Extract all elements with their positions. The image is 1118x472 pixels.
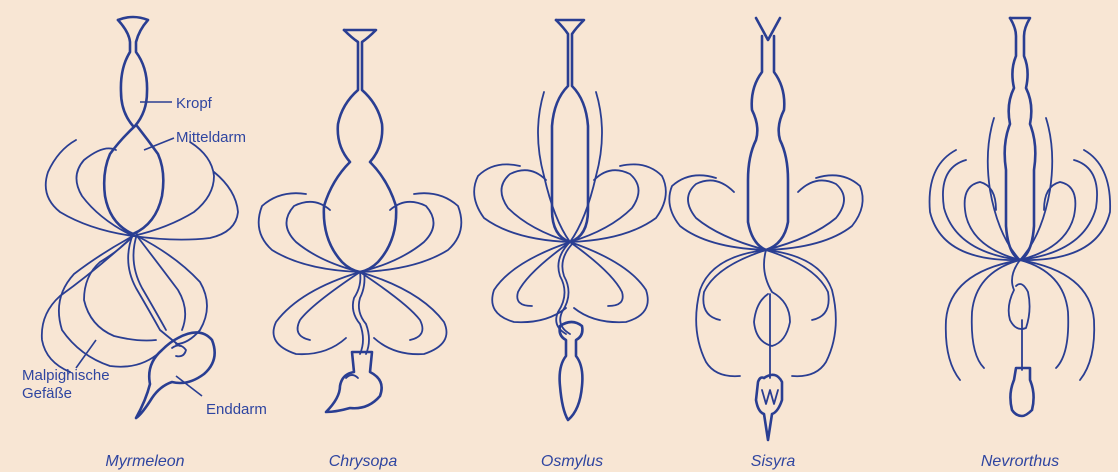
malpighian-leader-line — [76, 340, 96, 368]
label-hindgut: Enddarm — [206, 401, 267, 418]
gut-myrmeleon — [42, 17, 238, 418]
gut-nevrorthus — [930, 18, 1111, 416]
label-midgut: Mitteldarm — [176, 129, 246, 146]
species-nevrorthus: Nevrorthus — [981, 453, 1059, 470]
gut-sisyra — [669, 18, 862, 440]
species-chrysopa: Chrysopa — [329, 453, 398, 470]
species-myrmeleon: Myrmeleon — [105, 453, 184, 470]
gut-osmylus — [474, 20, 666, 420]
label-crop: Kropf — [176, 95, 213, 112]
label-malpighian-line1: Malpighische — [22, 367, 110, 384]
label-malpighian-line2: Gefäße — [22, 385, 72, 402]
gut-chrysopa — [259, 30, 462, 412]
species-sisyra: Sisyra — [751, 453, 796, 470]
species-osmylus: Osmylus — [541, 453, 603, 470]
